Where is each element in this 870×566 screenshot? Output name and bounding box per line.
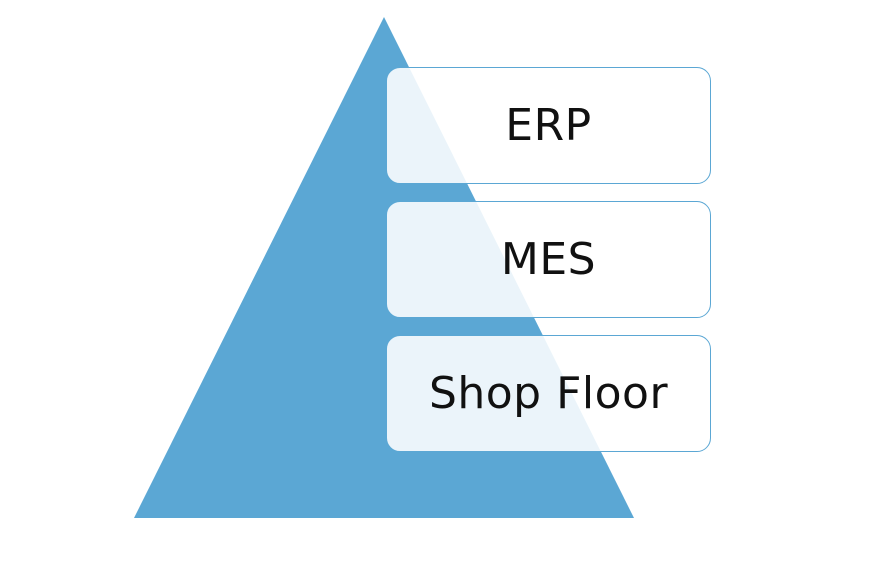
level-box-shop-floor: Shop Floor: [386, 335, 711, 452]
level-label-mes: MES: [500, 234, 597, 285]
level-label-shop-floor: Shop Floor: [428, 368, 669, 419]
level-label-erp: ERP: [505, 100, 592, 151]
level-box-mes: MES: [386, 201, 711, 318]
level-box-erp: ERP: [386, 67, 711, 184]
